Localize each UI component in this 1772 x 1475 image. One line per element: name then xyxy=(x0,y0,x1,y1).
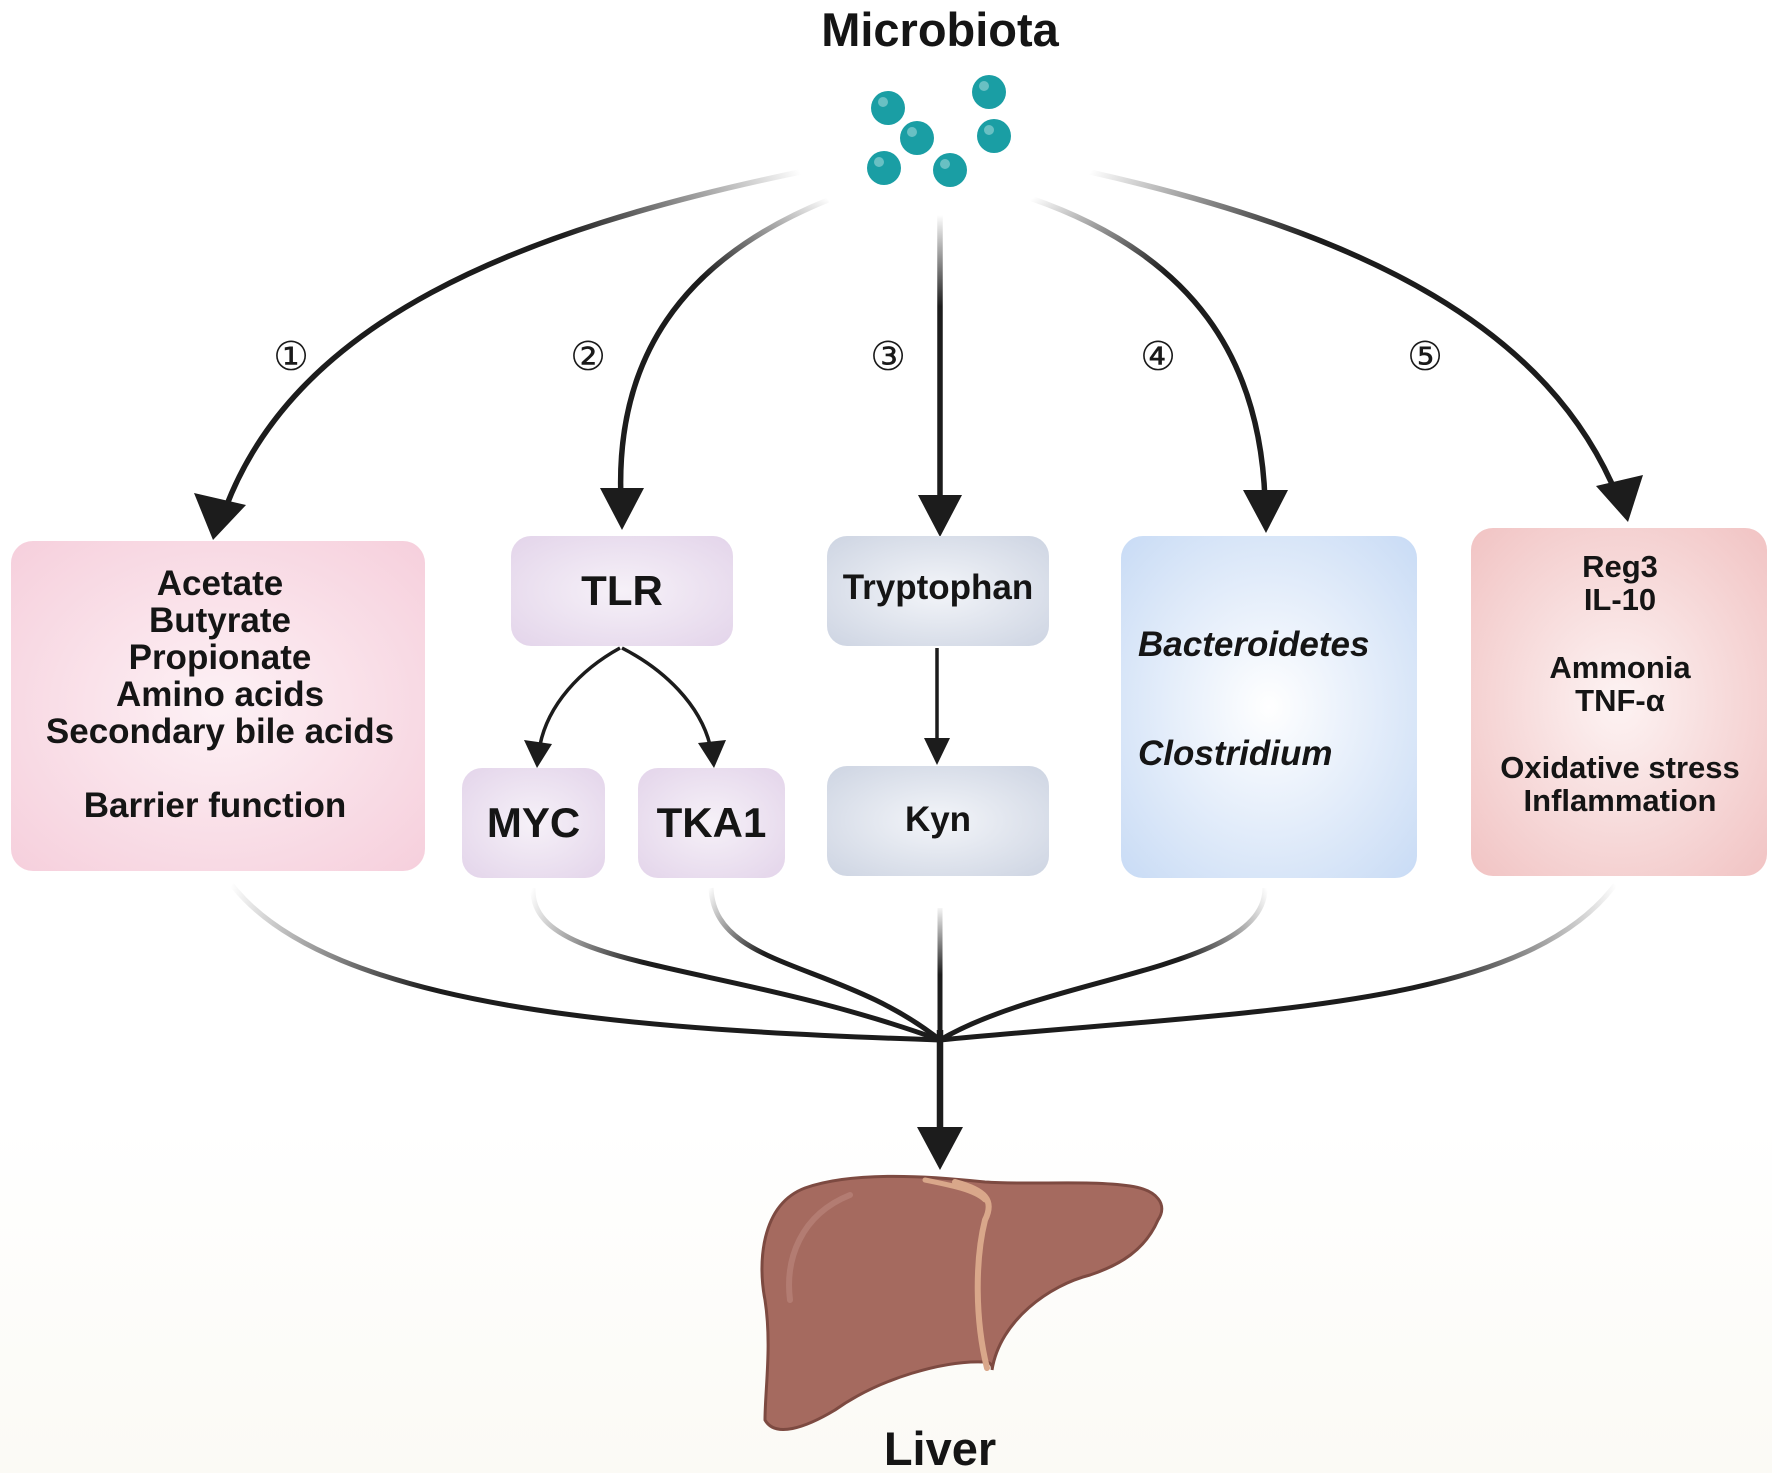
microbe-dot-highlight xyxy=(984,125,994,135)
microbe-dot-highlight xyxy=(979,81,989,91)
tlr-box xyxy=(511,536,733,646)
arrow-microbiota-to-pathway4 xyxy=(1029,195,1268,501)
arrowhead-pathway3 xyxy=(918,495,962,537)
marker-reg3: Reg3 xyxy=(1582,549,1658,584)
myc-box xyxy=(462,768,605,878)
tryptophan-box xyxy=(827,536,1049,646)
microbe-dot xyxy=(977,119,1011,153)
marker-ammonia: Ammonia xyxy=(1549,650,1691,685)
taxon-bacteroidetes: Bacteroidetes xyxy=(1138,625,1370,664)
curve-pathway4-to-liver xyxy=(938,887,1268,1043)
microbe-dot-highlight xyxy=(874,157,884,167)
arrowhead-myc xyxy=(524,740,552,768)
arrowhead-tka1 xyxy=(698,740,726,768)
arrow-tlr-to-tka1 xyxy=(621,646,712,746)
pathway5-box xyxy=(1471,528,1767,876)
kyn-label: Kyn xyxy=(904,800,972,839)
arrowhead-kyn xyxy=(924,738,950,765)
arrow-microbiota-to-pathway1 xyxy=(219,169,801,519)
microbe-dot xyxy=(900,121,934,155)
tryptophan-label: Tryptophan xyxy=(842,568,1034,607)
microbe-dot xyxy=(972,75,1006,109)
pathway-number-3: ③ xyxy=(870,335,906,379)
liver-icon xyxy=(760,1174,1164,1431)
pathway-number-5: ⑤ xyxy=(1407,335,1443,379)
kyn-box xyxy=(827,766,1049,876)
marker-tnf-alpha: TNF-α xyxy=(1575,683,1665,718)
arrowhead-pathway1 xyxy=(194,493,246,540)
arrow-tlr-to-myc xyxy=(538,646,621,746)
marker-inflammation: Inflammation xyxy=(1523,783,1717,818)
microbiota-icon xyxy=(867,75,1011,187)
pathway-number-2: ② xyxy=(570,335,606,379)
metabolite-propionate: Propionate xyxy=(128,638,312,677)
microbe-dot xyxy=(871,91,905,125)
microbe-dot-highlight xyxy=(907,127,917,137)
pathway1-box xyxy=(11,541,425,871)
curve-myc-to-liver xyxy=(530,887,941,1043)
arrowhead-pathway5 xyxy=(1596,475,1643,522)
liver-label: Liver xyxy=(883,1422,997,1475)
microbiota-title: Microbiota xyxy=(821,3,1059,56)
arrow-microbiota-to-pathway5 xyxy=(1089,169,1621,500)
taxon-clostridium: Clostridium xyxy=(1138,734,1333,773)
curve-tka1-to-liver xyxy=(708,887,942,1042)
microbe-dot xyxy=(867,151,901,185)
arrow-microbiota-to-pathway2 xyxy=(617,197,830,501)
tka1-box xyxy=(638,768,785,878)
pathway-number-1: ① xyxy=(273,335,309,379)
metabolite-secondary-bile-acids: Secondary bile acids xyxy=(45,712,395,751)
metabolite-amino-acids: Amino acids xyxy=(115,675,325,714)
tlr-label: TLR xyxy=(581,567,663,614)
barrier-function-label: Barrier function xyxy=(83,786,347,825)
arrowhead-liver xyxy=(917,1127,963,1170)
myc-label: MYC xyxy=(486,799,581,846)
microbe-dot-highlight xyxy=(940,159,950,169)
curve-pathway1-to-liver xyxy=(230,883,941,1043)
arrowhead-pathway4 xyxy=(1243,490,1288,533)
microbe-dot-highlight xyxy=(878,97,888,107)
metabolite-butyrate: Butyrate xyxy=(149,601,291,640)
arrowhead-pathway2 xyxy=(600,488,644,530)
marker-il10: IL-10 xyxy=(1583,582,1657,617)
curve-pathway5-to-liver xyxy=(939,883,1617,1043)
microbe-dot xyxy=(933,153,967,187)
pathway-number-4: ④ xyxy=(1140,335,1176,379)
pathway4-box xyxy=(1121,536,1417,878)
marker-oxidative-stress: Oxidative stress xyxy=(1500,750,1740,785)
tka1-label: TKA1 xyxy=(656,799,767,846)
metabolite-acetate: Acetate xyxy=(156,564,284,603)
